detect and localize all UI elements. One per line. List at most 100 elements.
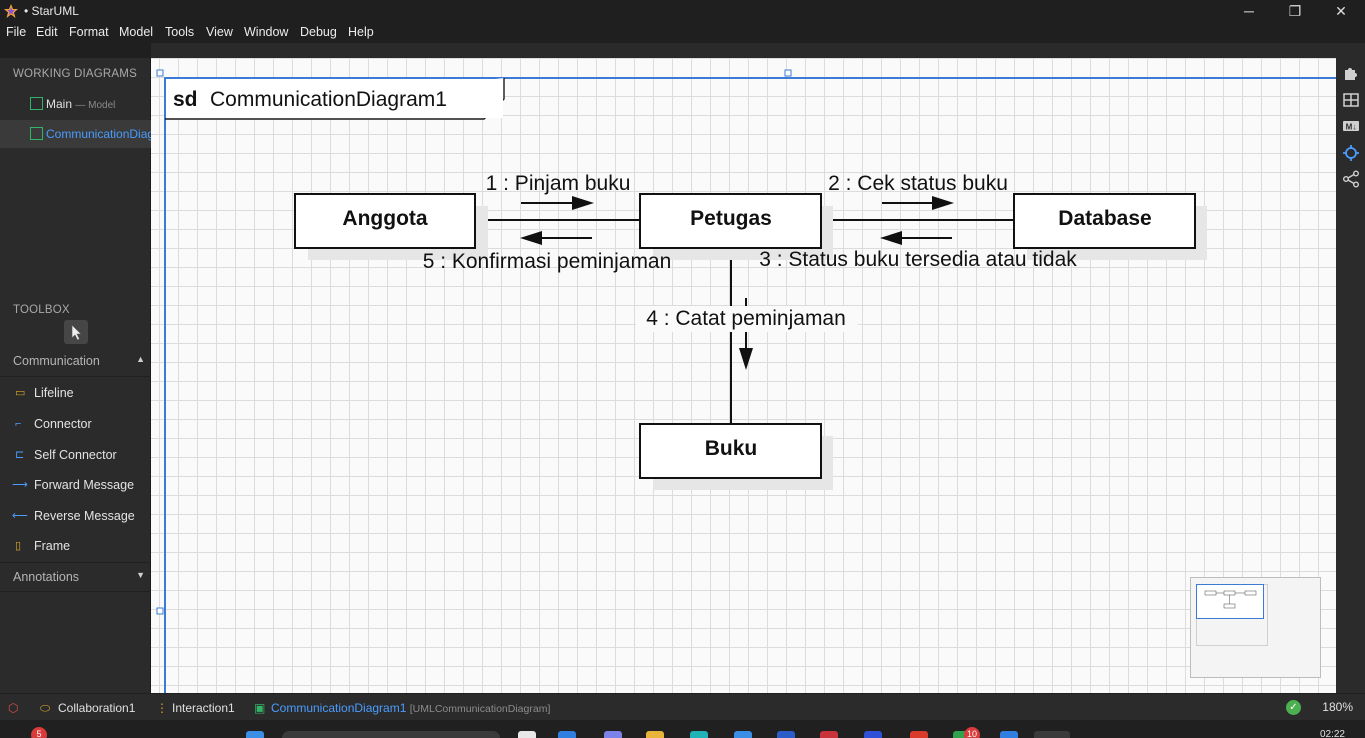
staruml-logo-icon — [4, 4, 18, 18]
message-4[interactable]: 4 : Catat peminjaman — [636, 298, 858, 370]
staruml-taskbar-icon[interactable] — [1034, 731, 1070, 738]
breadcrumb-collaboration[interactable]: Collaboration1 — [58, 701, 136, 715]
menu-file[interactable]: File — [6, 25, 27, 39]
canvas-top-strip — [151, 43, 1365, 58]
message-3[interactable]: 3 : Status buku tersedia atau tidak — [759, 231, 1077, 271]
communication-diagram: sd CommunicationDiagram1 Anggota Petugas… — [156, 69, 1336, 693]
category-annotations-label: Annotations — [13, 570, 80, 584]
diagram-canvas[interactable]: sd CommunicationDiagram1 Anggota Petugas… — [151, 58, 1336, 693]
toolbox-heading: TOOLBOX — [13, 304, 70, 316]
markdown-icon[interactable]: M↓ — [1342, 117, 1360, 135]
minimize-button[interactable]: ─ — [1244, 3, 1254, 19]
taskbar-app-icon[interactable] — [604, 731, 622, 738]
working-diagram-communication[interactable]: CommunicationDiagram1 — [0, 120, 151, 148]
toolbox-category-communication[interactable]: Communication ▲ — [0, 347, 151, 377]
zoom-level[interactable]: 180% — [1322, 700, 1353, 714]
tool-label: Connector — [34, 417, 92, 431]
folder-icon[interactable] — [646, 731, 664, 738]
validation-ok-icon[interactable]: ✓ — [1286, 700, 1301, 715]
extension-icon[interactable] — [1342, 64, 1360, 82]
menu-window[interactable]: Window — [244, 25, 289, 39]
restore-button[interactable]: ❐ — [1288, 3, 1302, 19]
taskbar-app-icon[interactable] — [518, 731, 536, 738]
frame-name: CommunicationDiagram1 — [210, 88, 447, 111]
notification-badge: 5 — [31, 727, 47, 738]
search-box[interactable] — [282, 731, 500, 738]
menu-edit[interactable]: Edit — [36, 25, 58, 39]
message-2-label: 2 : Cek status buku — [828, 172, 1008, 195]
toolbox-category-annotations[interactable]: Annotations ▼ — [0, 562, 151, 592]
lifeline-anggota[interactable]: Anggota — [294, 193, 476, 249]
layout-icon[interactable] — [1342, 91, 1360, 109]
taskbar-app-icon[interactable] — [777, 731, 795, 738]
menu-format[interactable]: Format — [69, 25, 109, 39]
lifeline-petugas[interactable]: Petugas — [639, 193, 822, 249]
frame-keyword: sd — [173, 88, 198, 111]
os-taskbar: 5 10 02:22 — [0, 720, 1365, 738]
right-toolbar: M↓ — [1336, 58, 1365, 693]
tool-lifeline[interactable]: ▭ Lifeline — [0, 378, 151, 408]
message-5[interactable]: 5 : Konfirmasi peminjaman — [423, 231, 672, 273]
forward-message-icon: ⟶ — [12, 479, 28, 491]
taskbar-app-icon[interactable] — [953, 731, 971, 738]
share-icon[interactable] — [1342, 170, 1360, 188]
frame[interactable]: sd CommunicationDiagram1 — [164, 77, 1336, 693]
title-bar: • StarUML ─ ❐ ✕ — [0, 0, 1365, 22]
message-4-label: 4 : Catat peminjaman — [646, 307, 846, 330]
menu-model[interactable]: Model — [119, 25, 154, 39]
collapse-arrow-icon: ▲ — [136, 354, 145, 364]
cursor-icon — [71, 324, 82, 341]
menu-help[interactable]: Help — [348, 25, 374, 39]
tool-reverse-message[interactable]: ⟵ Reverse Message — [0, 501, 151, 531]
selection-handle[interactable] — [156, 69, 164, 77]
lifeline-buku-label: Buku — [705, 437, 758, 460]
taskbar-app-icon[interactable] — [734, 731, 752, 738]
tool-frame[interactable]: ▯ Frame — [0, 531, 151, 561]
tool-self-connector[interactable]: ⊏ Self Connector — [0, 440, 151, 470]
interaction-icon: ⋮ — [156, 701, 168, 715]
start-icon[interactable] — [246, 731, 264, 738]
taskbar-app-icon[interactable] — [864, 731, 882, 738]
menu-debug[interactable]: Debug — [300, 25, 337, 39]
taskbar-app-icon[interactable] — [558, 731, 576, 738]
frame-icon: ▯ — [15, 540, 22, 552]
main-sub-label: — Model — [75, 100, 116, 111]
message-1[interactable]: 1 : Pinjam buku — [486, 172, 631, 210]
breadcrumb-diagram[interactable]: CommunicationDiagram1 [UMLCommunicationD… — [271, 701, 550, 715]
project-icon[interactable]: ⬡ — [8, 701, 19, 715]
message-2[interactable]: 2 : Cek status buku — [828, 172, 1008, 210]
lifeline-petugas-label: Petugas — [690, 207, 772, 230]
lifeline-buku[interactable]: Buku — [639, 423, 822, 479]
sidebar: WORKING DIAGRAMS Main — Model Communicat… — [0, 58, 151, 693]
taskbar-app-icon[interactable] — [1000, 731, 1018, 738]
taskbar-app-icon[interactable] — [690, 731, 708, 738]
notification-badge: 10 — [964, 727, 980, 738]
main-label: Main — [46, 97, 73, 111]
breadcrumb-diagram-label: CommunicationDiagram1 — [271, 701, 407, 715]
clock: 02:22 — [1319, 729, 1345, 738]
menu-tools[interactable]: Tools — [165, 25, 195, 39]
navigator-icon[interactable] — [1342, 144, 1360, 162]
select-tool-button[interactable] — [64, 320, 88, 344]
lifeline-icon: ▭ — [15, 387, 26, 399]
taskbar-app-icon[interactable] — [820, 731, 838, 738]
breadcrumb-diagram-type: [UMLCommunicationDiagram] — [409, 703, 551, 715]
lifeline-database[interactable]: Database — [1013, 193, 1196, 249]
taskbar-app-icon[interactable] — [910, 731, 928, 738]
tool-label: Forward Message — [34, 478, 135, 492]
minimap[interactable] — [1190, 577, 1321, 678]
selection-handle[interactable] — [156, 607, 164, 615]
tool-connector[interactable]: ⌐ Connector — [0, 409, 151, 439]
working-diagrams-heading: WORKING DIAGRAMS — [13, 68, 137, 80]
diagram-icon — [30, 97, 43, 110]
close-button[interactable]: ✕ — [1335, 3, 1347, 19]
window-title: • StarUML — [24, 4, 79, 18]
breadcrumb-interaction[interactable]: Interaction1 — [172, 701, 235, 715]
self-connector-icon: ⊏ — [15, 449, 25, 461]
menu-view[interactable]: View — [206, 25, 233, 39]
selection-handle[interactable] — [784, 69, 792, 77]
working-diagram-main[interactable]: Main — Model — [0, 90, 151, 118]
status-bar: ⬡ ⬭ Collaboration1 ⋮ Interaction1 ▣ Comm… — [0, 693, 1365, 720]
tool-forward-message[interactable]: ⟶ Forward Message — [0, 470, 151, 500]
minimap-viewport[interactable] — [1196, 584, 1264, 619]
